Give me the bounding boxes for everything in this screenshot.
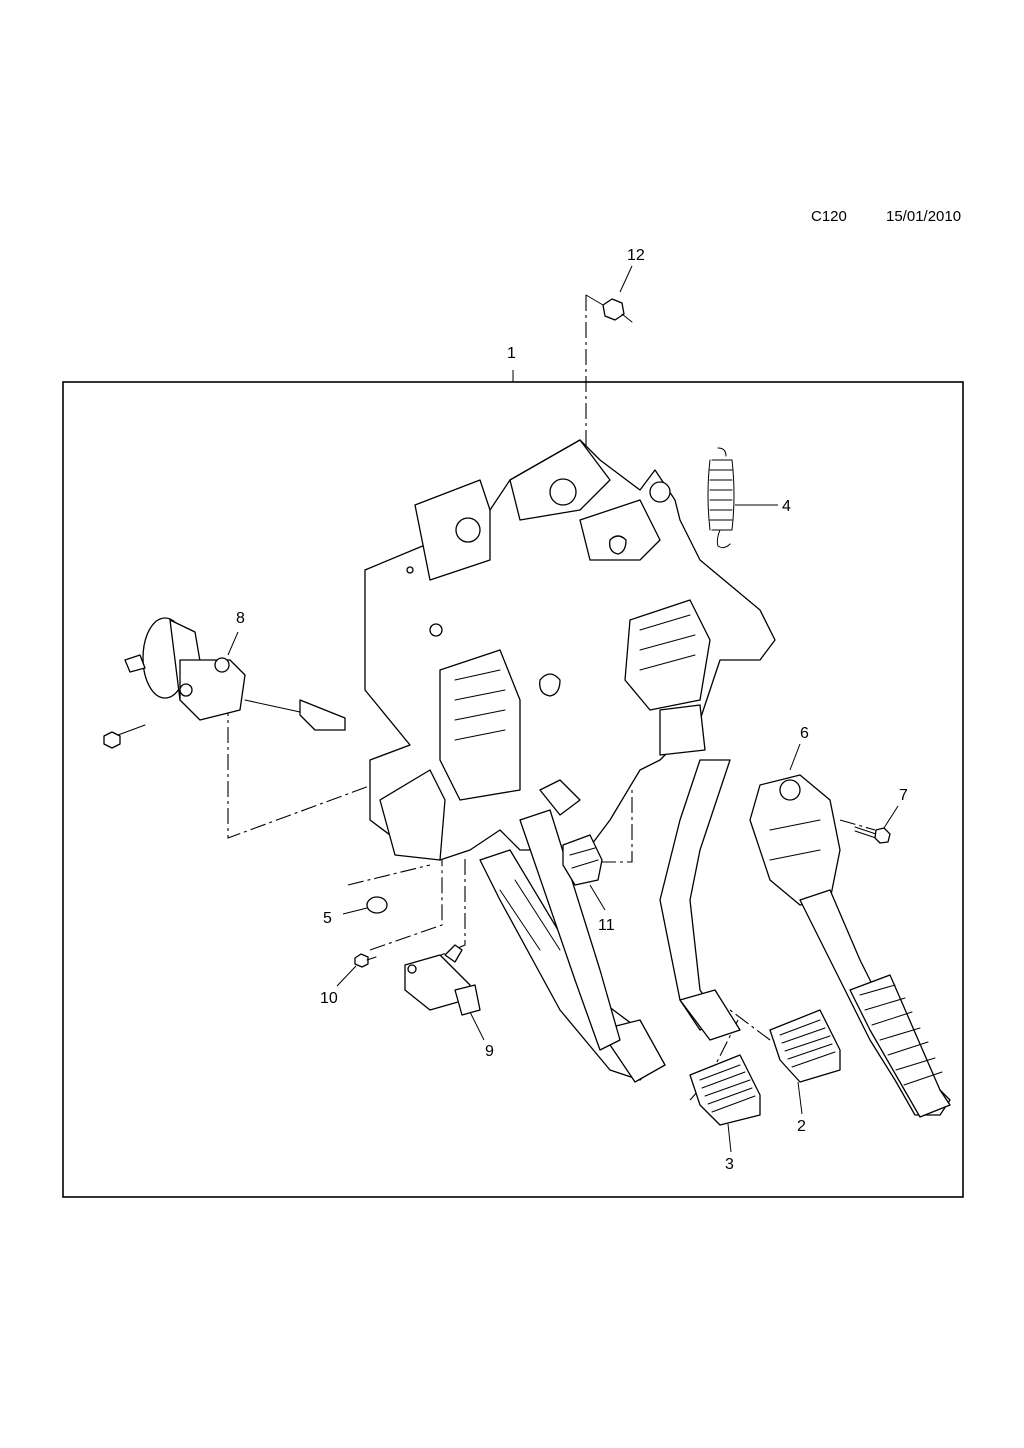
diagram-date: 15/01/2010 [886, 208, 962, 225]
sensor-part-11 [562, 834, 603, 886]
callout-4: 4 [782, 498, 791, 515]
leader-10 [336, 965, 357, 987]
leader-3 [727, 1123, 732, 1153]
dash-line-8 [227, 700, 441, 839]
callout-1: 1 [507, 345, 516, 362]
callout-9: 9 [485, 1043, 494, 1060]
callout-2: 2 [797, 1118, 806, 1135]
screw-part-10 [354, 953, 377, 968]
nut-part-12 [585, 294, 633, 323]
pedal-pad-part-3 [689, 1054, 761, 1126]
callout-7: 7 [899, 787, 908, 804]
leader-6 [789, 743, 801, 771]
callout-5: 5 [323, 910, 332, 927]
clutch-master-cylinder-part-8 [103, 617, 346, 749]
dash-line-7 [839, 819, 876, 831]
callout-11: 11 [598, 917, 615, 934]
dash-line-5 [347, 864, 431, 886]
dash-line-11 [600, 790, 633, 863]
switch-part-9 [404, 944, 481, 1016]
plug-part-5 [366, 896, 388, 914]
leader-9 [469, 1011, 485, 1041]
callout-8: 8 [236, 610, 245, 627]
diagram-code: C120 [811, 208, 847, 225]
leader-7 [883, 805, 899, 829]
leader-5 [342, 907, 368, 915]
spring-part-4 [707, 447, 735, 549]
leader-8 [227, 631, 239, 656]
leader-11 [589, 884, 606, 911]
dash-line-10 [369, 860, 443, 951]
bolt-part-7 [854, 826, 891, 844]
callout-3: 3 [725, 1156, 734, 1173]
accelerator-pedal-part-6 [749, 774, 951, 1118]
leader-12 [619, 265, 633, 293]
callout-12: 12 [627, 247, 645, 264]
leader-2 [797, 1081, 803, 1115]
callout-6: 6 [800, 725, 809, 742]
pedal-pad-part-2 [769, 1009, 841, 1083]
dash-line-2 [729, 1009, 771, 1041]
callout-10: 10 [320, 990, 338, 1007]
pedal-bracket-part-1 [364, 439, 776, 861]
center-pedal-arm [659, 759, 741, 1041]
brake-pedal-arm [519, 809, 621, 1051]
